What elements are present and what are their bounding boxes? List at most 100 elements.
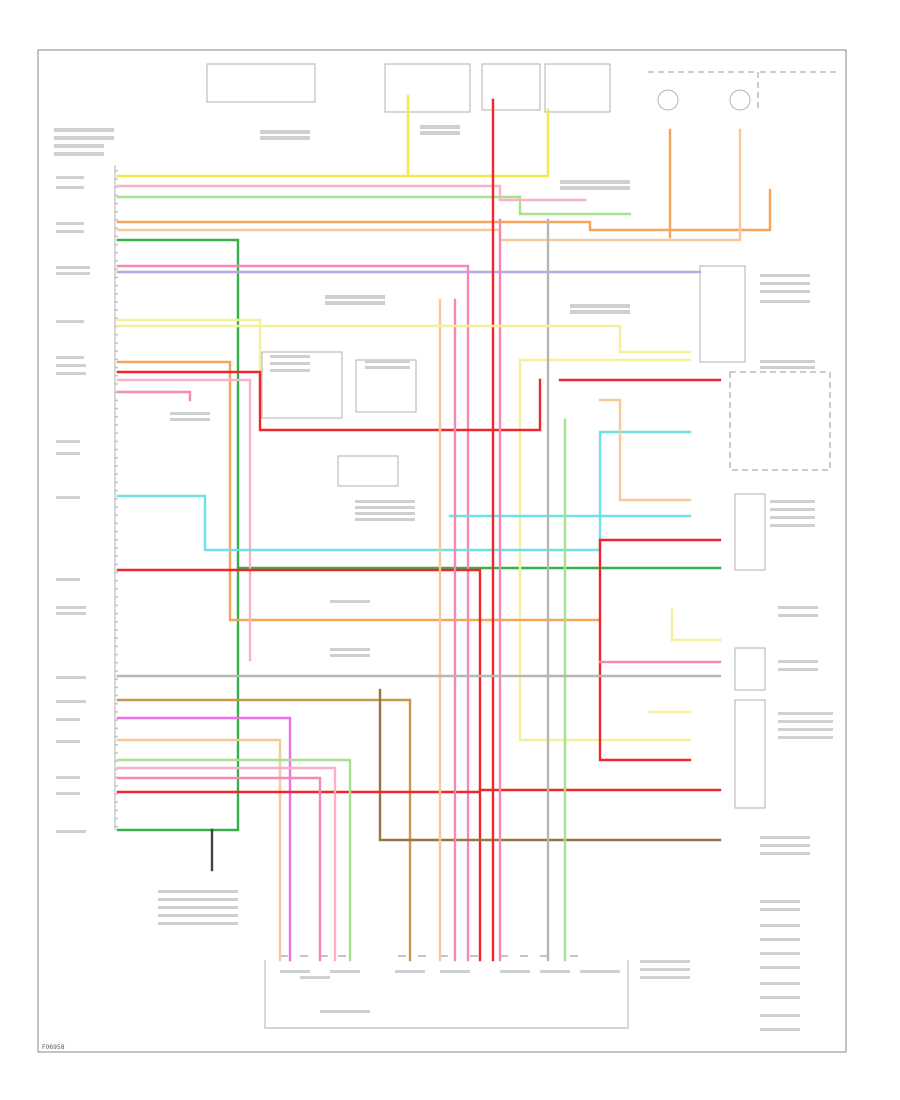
connector-pin — [114, 629, 118, 631]
right-module-box-upper — [699, 265, 746, 363]
connector-pin — [114, 489, 118, 492]
connector-pin — [114, 481, 118, 484]
connector-pin — [114, 768, 118, 771]
connector-pin — [114, 383, 118, 385]
wire-light-green — [116, 195, 632, 216]
illegible-label — [770, 516, 815, 519]
illegible-label — [330, 970, 360, 973]
illegible-label — [300, 976, 330, 979]
illegible-label — [760, 844, 810, 847]
illegible-label — [770, 508, 815, 511]
illegible-label — [760, 938, 800, 941]
right-sensor-box — [734, 493, 766, 571]
top-left-component-box — [206, 63, 316, 103]
connector-pin — [114, 530, 118, 533]
wire-pink-mid — [116, 390, 192, 402]
wire-red-lower — [116, 788, 722, 794]
illegible-label — [560, 180, 630, 184]
illegible-label — [760, 836, 810, 839]
connector-pin — [114, 268, 118, 270]
connector-pin — [114, 686, 118, 689]
illegible-label — [56, 740, 80, 743]
connector-pin — [114, 440, 118, 443]
connector-pin — [114, 547, 118, 549]
connector-pin — [114, 694, 118, 697]
illegible-label — [365, 366, 410, 369]
illegible-label — [56, 718, 80, 721]
illegible-label — [56, 496, 80, 499]
connector-pin — [114, 325, 118, 328]
connector-pin — [114, 276, 118, 279]
pcm-connector-pins — [114, 170, 118, 828]
connector-pin — [114, 506, 118, 508]
connector-pin — [114, 670, 118, 672]
illegible-label — [280, 970, 310, 973]
connector-pin — [114, 817, 118, 820]
bottom-connector-pin — [470, 955, 478, 957]
connector-pin — [114, 727, 118, 730]
connector-pin — [114, 539, 118, 541]
illegible-label — [760, 908, 800, 911]
illegible-label — [56, 356, 84, 359]
connector-pin — [114, 596, 118, 598]
wire-red-mid — [116, 370, 542, 432]
illegible-label — [395, 970, 425, 973]
bottom-connector-pin — [398, 955, 406, 957]
connector-pin — [114, 735, 118, 738]
illegible-label — [580, 970, 620, 973]
illegible-label — [760, 360, 815, 363]
connector-pin — [114, 785, 118, 787]
illegible-label — [56, 230, 84, 233]
illegible-label — [770, 524, 815, 527]
connector-pin — [114, 514, 118, 516]
illegible-label — [760, 366, 815, 369]
sensor-circle-right — [729, 89, 751, 111]
bottom-connector-pin — [540, 955, 548, 957]
connector-pin — [114, 243, 118, 246]
wire-red-long — [116, 568, 482, 962]
illegible-label — [640, 968, 690, 971]
wire-orange-top — [116, 128, 772, 239]
illegible-label — [760, 900, 800, 903]
illegible-label — [355, 512, 415, 515]
illegible-label — [270, 355, 310, 358]
illegible-label — [56, 372, 86, 375]
illegible-label — [778, 606, 818, 609]
illegible-label — [56, 700, 86, 703]
illegible-label — [56, 272, 90, 275]
wire-pink-b — [116, 264, 470, 962]
illegible-label — [500, 970, 530, 973]
bottom-connector-pin — [280, 955, 288, 957]
center-sensor-box-upper — [261, 351, 343, 419]
connector-pin — [114, 252, 118, 254]
illegible-label — [54, 136, 114, 140]
bottom-connector-pin — [320, 955, 328, 957]
connector-pin — [114, 350, 118, 352]
illegible-label — [325, 295, 385, 299]
illegible-label — [570, 310, 630, 314]
connector-pin — [114, 809, 118, 812]
connector-pin — [114, 202, 118, 205]
connector-pin — [114, 194, 118, 197]
connector-pin — [114, 465, 118, 467]
illegible-label — [760, 852, 810, 855]
illegible-label — [270, 362, 310, 365]
connector-pin — [114, 170, 118, 172]
illegible-label — [778, 712, 833, 715]
illegible-label — [330, 654, 370, 657]
connector-pin — [114, 744, 118, 746]
illegible-label — [260, 136, 310, 140]
illegible-label — [158, 914, 238, 917]
illegible-label — [760, 924, 800, 927]
illegible-label — [54, 152, 104, 156]
sensor-circle-left — [657, 89, 679, 111]
bottom-connector-bracket — [264, 960, 629, 1029]
wire-harness — [116, 94, 772, 962]
connector-pin — [114, 703, 118, 705]
connector-pin — [114, 801, 118, 803]
illegible-label — [54, 144, 104, 148]
wire-light-orange-low — [116, 738, 282, 962]
connector-pin — [114, 309, 118, 311]
right-module-box-lower — [734, 699, 766, 809]
illegible-label — [760, 300, 810, 303]
